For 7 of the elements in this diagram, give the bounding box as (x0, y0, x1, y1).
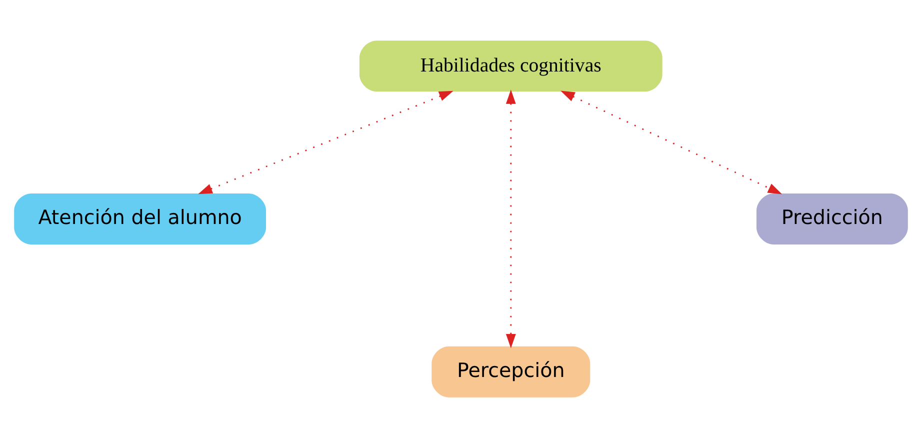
arrow (506, 90, 516, 348)
node-box: Predicción (756, 194, 908, 244)
node-box: Atención del alumno (14, 194, 266, 244)
node-box: Percepción (432, 346, 590, 398)
arrow (198, 90, 454, 194)
node-box: Habilidades cognitivas (359, 40, 662, 92)
arrow (560, 90, 782, 194)
